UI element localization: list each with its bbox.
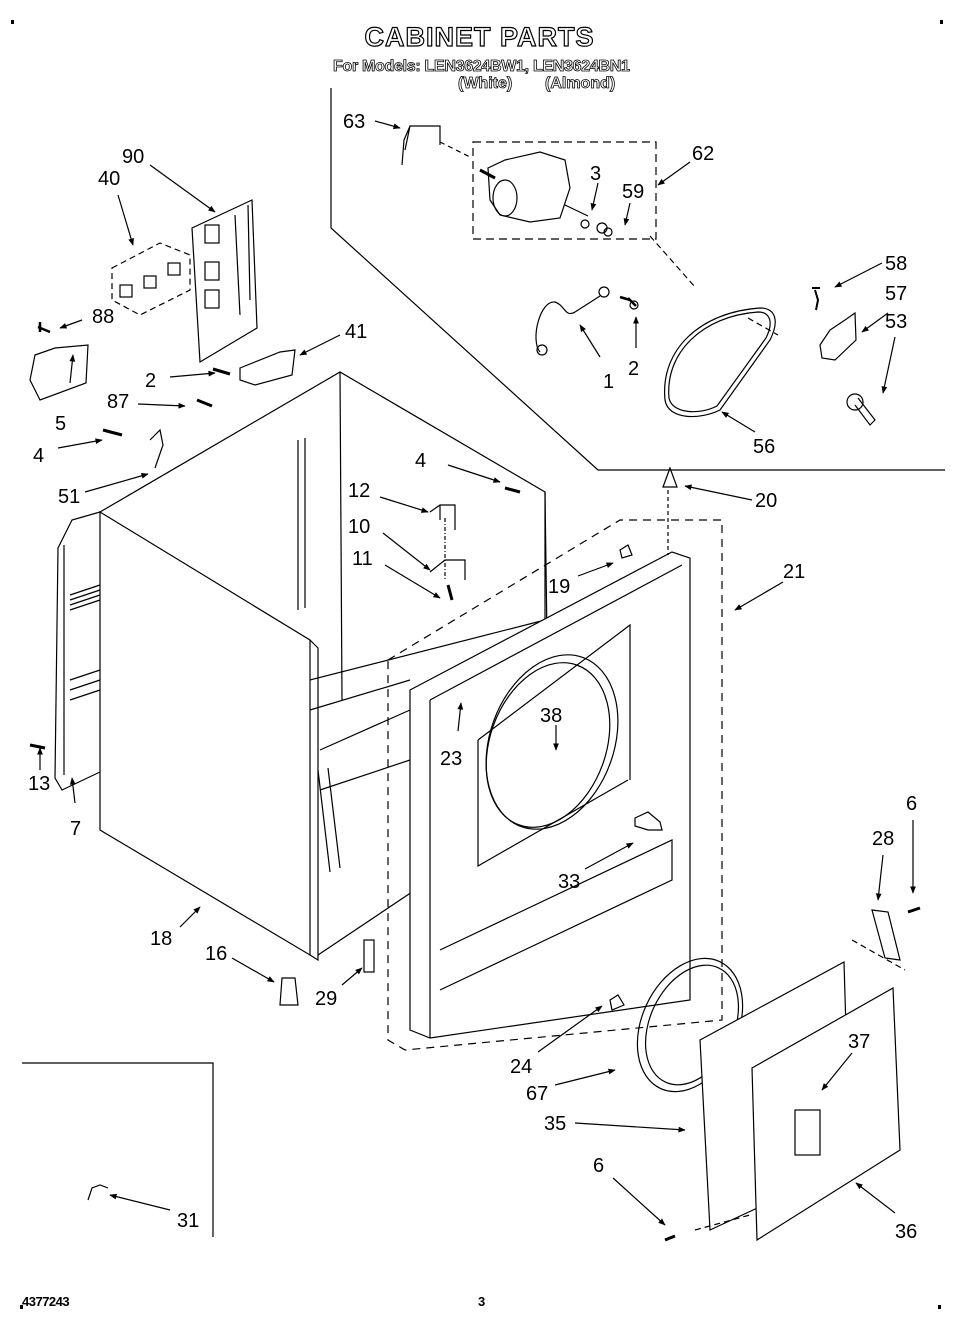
registration-mark bbox=[20, 1305, 23, 1309]
callout-40: 40 bbox=[98, 168, 120, 190]
outer-door bbox=[751, 986, 901, 1242]
color-label-almond: (Almond) bbox=[545, 75, 616, 93]
callout-62: 62 bbox=[692, 143, 714, 165]
idler-bracket bbox=[819, 311, 857, 361]
door-handle bbox=[794, 1109, 821, 1156]
drive-belt bbox=[664, 307, 776, 418]
callout-31: 31 bbox=[177, 1210, 199, 1232]
terminal-block bbox=[191, 199, 258, 364]
callout-87: 87 bbox=[107, 391, 129, 413]
thermostat-group-dashed-box bbox=[111, 242, 191, 316]
callout-33: 33 bbox=[558, 871, 580, 893]
access-plate bbox=[29, 344, 89, 401]
callout-88: 88 bbox=[92, 306, 114, 328]
document-number: 4377243 bbox=[22, 1294, 70, 1309]
callout-53: 53 bbox=[885, 311, 907, 333]
callout-35: 35 bbox=[544, 1113, 566, 1135]
callout-11: 11 bbox=[352, 548, 373, 570]
models-subtitle: For Models: LEN3624BW1, LEN3624BN1 bbox=[333, 58, 631, 76]
color-label-white: (White) bbox=[458, 75, 513, 93]
cabinet bbox=[98, 371, 548, 962]
motor-inset-frame bbox=[330, 88, 945, 471]
callout-36: 36 bbox=[895, 1221, 917, 1243]
callout-7: 7 bbox=[70, 818, 81, 840]
callout-23: 23 bbox=[440, 748, 462, 770]
callout-18: 18 bbox=[150, 928, 172, 950]
callout-1: 1 bbox=[603, 371, 614, 393]
page-title: CABINET PARTS bbox=[364, 21, 595, 52]
callout-12: 12 bbox=[348, 480, 370, 502]
callout-21: 21 bbox=[783, 561, 805, 583]
motor-assembly-dashed-box bbox=[472, 141, 657, 240]
callout-5: 5 bbox=[55, 413, 66, 435]
callout-56: 56 bbox=[753, 436, 775, 458]
callout-2-motor: 2 bbox=[628, 358, 639, 380]
idler-pulley bbox=[846, 393, 876, 426]
callout-4-cabinet: 4 bbox=[415, 450, 426, 472]
callout-51: 51 bbox=[58, 486, 80, 508]
callout-2: 2 bbox=[145, 370, 156, 392]
door-strike bbox=[363, 939, 375, 973]
rear-panel bbox=[54, 511, 101, 791]
hinge bbox=[871, 909, 901, 961]
callout-19: 19 bbox=[548, 576, 570, 598]
leveling-foot bbox=[279, 977, 299, 1006]
callout-6-hinge: 6 bbox=[906, 793, 917, 815]
callout-6-door: 6 bbox=[593, 1155, 604, 1177]
front-panel-dashed-box bbox=[387, 519, 723, 1051]
registration-mark bbox=[940, 20, 943, 24]
drive-motor bbox=[479, 151, 613, 237]
callout-63: 63 bbox=[343, 111, 365, 133]
callout-41: 41 bbox=[345, 321, 367, 343]
ground-wire bbox=[535, 295, 601, 353]
motor-bracket bbox=[401, 125, 441, 166]
page-number: 3 bbox=[478, 1294, 486, 1309]
front-panel bbox=[409, 551, 691, 1039]
callout-29: 29 bbox=[315, 988, 337, 1010]
callout-24: 24 bbox=[510, 1056, 532, 1078]
spring-clip bbox=[662, 466, 678, 488]
callout-4: 4 bbox=[33, 445, 44, 467]
callout-90: 90 bbox=[122, 146, 144, 168]
callout-37: 37 bbox=[848, 1031, 870, 1053]
callout-10: 10 bbox=[348, 516, 370, 538]
callout-58: 58 bbox=[885, 253, 907, 275]
callout-13: 13 bbox=[28, 773, 50, 795]
registration-mark bbox=[11, 20, 14, 24]
callout-67: 67 bbox=[526, 1083, 548, 1105]
callout-28: 28 bbox=[872, 828, 894, 850]
callout-57: 57 bbox=[885, 283, 907, 305]
callout-38: 38 bbox=[540, 705, 562, 727]
clip-inset-frame bbox=[22, 1062, 214, 1237]
callout-59: 59 bbox=[622, 181, 644, 203]
terminal-connector bbox=[239, 349, 296, 386]
callout-16: 16 bbox=[205, 943, 227, 965]
wire-clip bbox=[87, 1184, 109, 1201]
callout-3: 3 bbox=[590, 163, 601, 185]
registration-mark bbox=[938, 1305, 941, 1309]
callout-20: 20 bbox=[755, 490, 777, 512]
